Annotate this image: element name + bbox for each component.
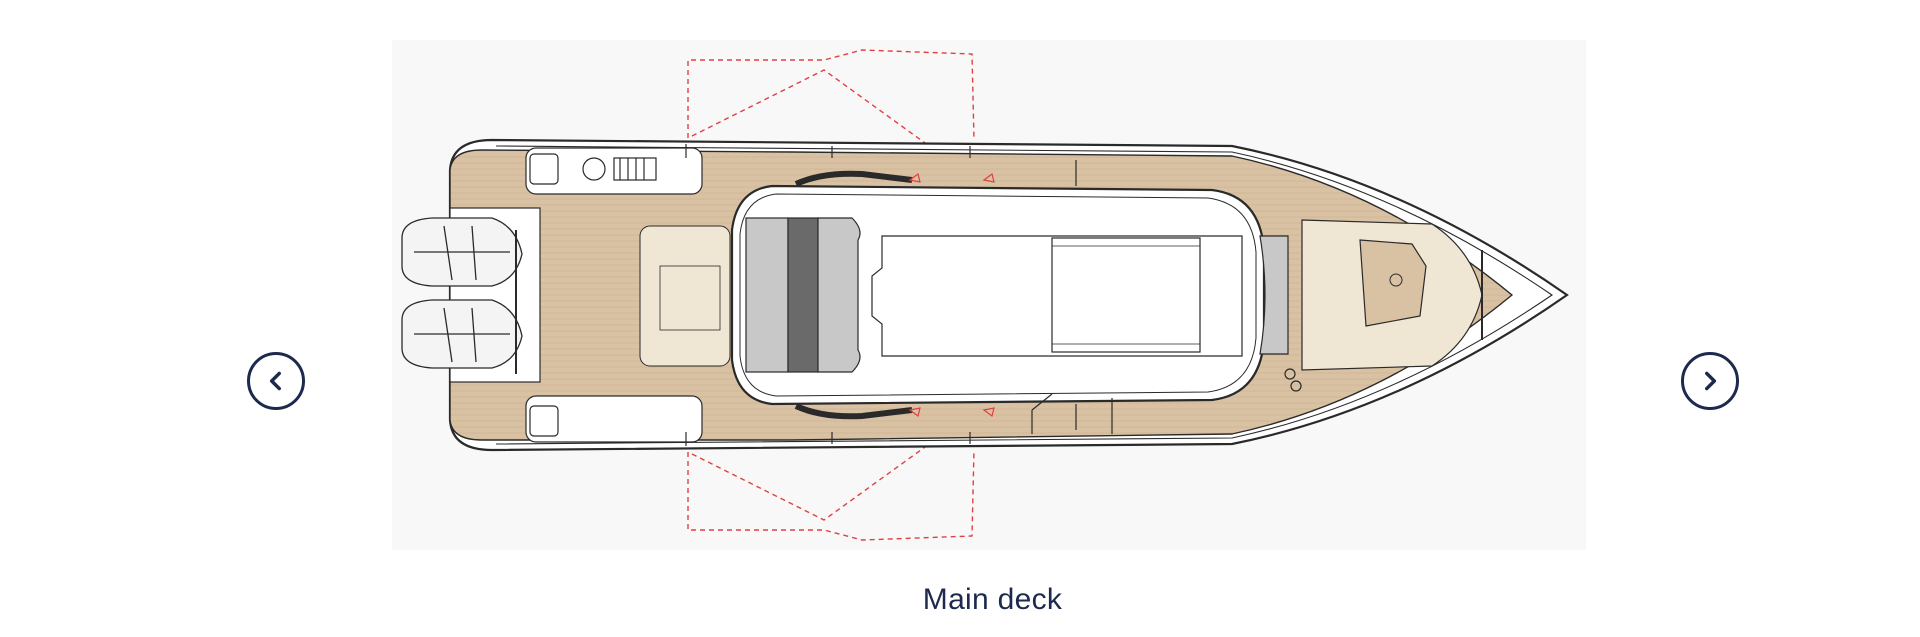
chevron-left-icon [269,371,281,391]
aft-table [639,225,731,367]
slide-caption: Main deck [922,583,1063,616]
previous-slide-button[interactable] [247,352,305,410]
boat-top-view-drawing [401,49,1569,541]
door-swing-top [687,49,975,149]
helm-seats [745,217,861,373]
deck-plan-image [392,40,1586,550]
aft-lockers [525,147,703,443]
outboard-engines [401,217,523,374]
door-swing-bottom [687,441,975,541]
chevron-right-icon [1705,371,1717,391]
console [871,235,1243,357]
next-slide-button[interactable] [1681,352,1739,410]
